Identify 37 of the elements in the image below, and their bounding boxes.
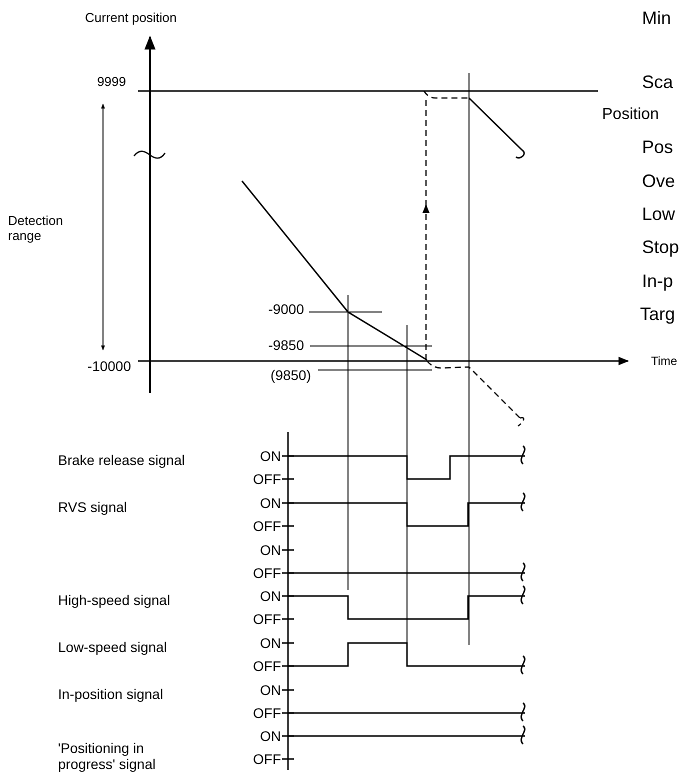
- signal-name: High-speed signal: [58, 592, 170, 608]
- level-label: ON: [260, 448, 281, 464]
- signal-name: Low-speed signal: [58, 638, 167, 655]
- axis-value: -10000: [87, 358, 131, 374]
- axis-title: Current position: [85, 11, 177, 26]
- axis-value: -9000: [268, 300, 304, 317]
- row-label: Targ: [640, 304, 676, 325]
- level-label: ON: [260, 682, 281, 698]
- level-label: OFF: [253, 750, 281, 767]
- row-label: Stop: [642, 237, 680, 258]
- level-label: OFF: [253, 704, 281, 721]
- axis-value: -9850: [268, 336, 304, 353]
- axis-value: (9850): [270, 366, 311, 383]
- axis-title: Time: [651, 354, 678, 369]
- level-label: OFF: [253, 564, 281, 581]
- row-label: Position: [602, 106, 659, 125]
- signal-name: Brake release signal: [58, 452, 185, 468]
- heading-text: Sca: [642, 72, 674, 93]
- row-label: Ove: [642, 171, 676, 192]
- row-label: In-p: [642, 271, 674, 292]
- level-label: ON: [260, 542, 281, 558]
- range-label: Detection range: [8, 214, 64, 244]
- level-label: ON: [260, 494, 281, 511]
- level-label: ON: [260, 588, 281, 604]
- level-label: ON: [260, 728, 281, 744]
- level-label: OFF: [253, 658, 281, 674]
- axis-value: 9999: [97, 75, 126, 90]
- signal-name: 'Positioning in progress' signal: [58, 740, 157, 772]
- signal-name: In-position signal: [58, 686, 164, 702]
- level-label: OFF: [253, 470, 281, 487]
- row-label: Pos: [642, 137, 674, 158]
- heading-text: Min: [642, 8, 672, 29]
- level-label: OFF: [253, 518, 281, 534]
- level-label: OFF: [253, 610, 281, 627]
- level-label: ON: [260, 634, 281, 651]
- row-label: Low: [642, 204, 676, 225]
- signal-name: RVS signal: [58, 498, 128, 515]
